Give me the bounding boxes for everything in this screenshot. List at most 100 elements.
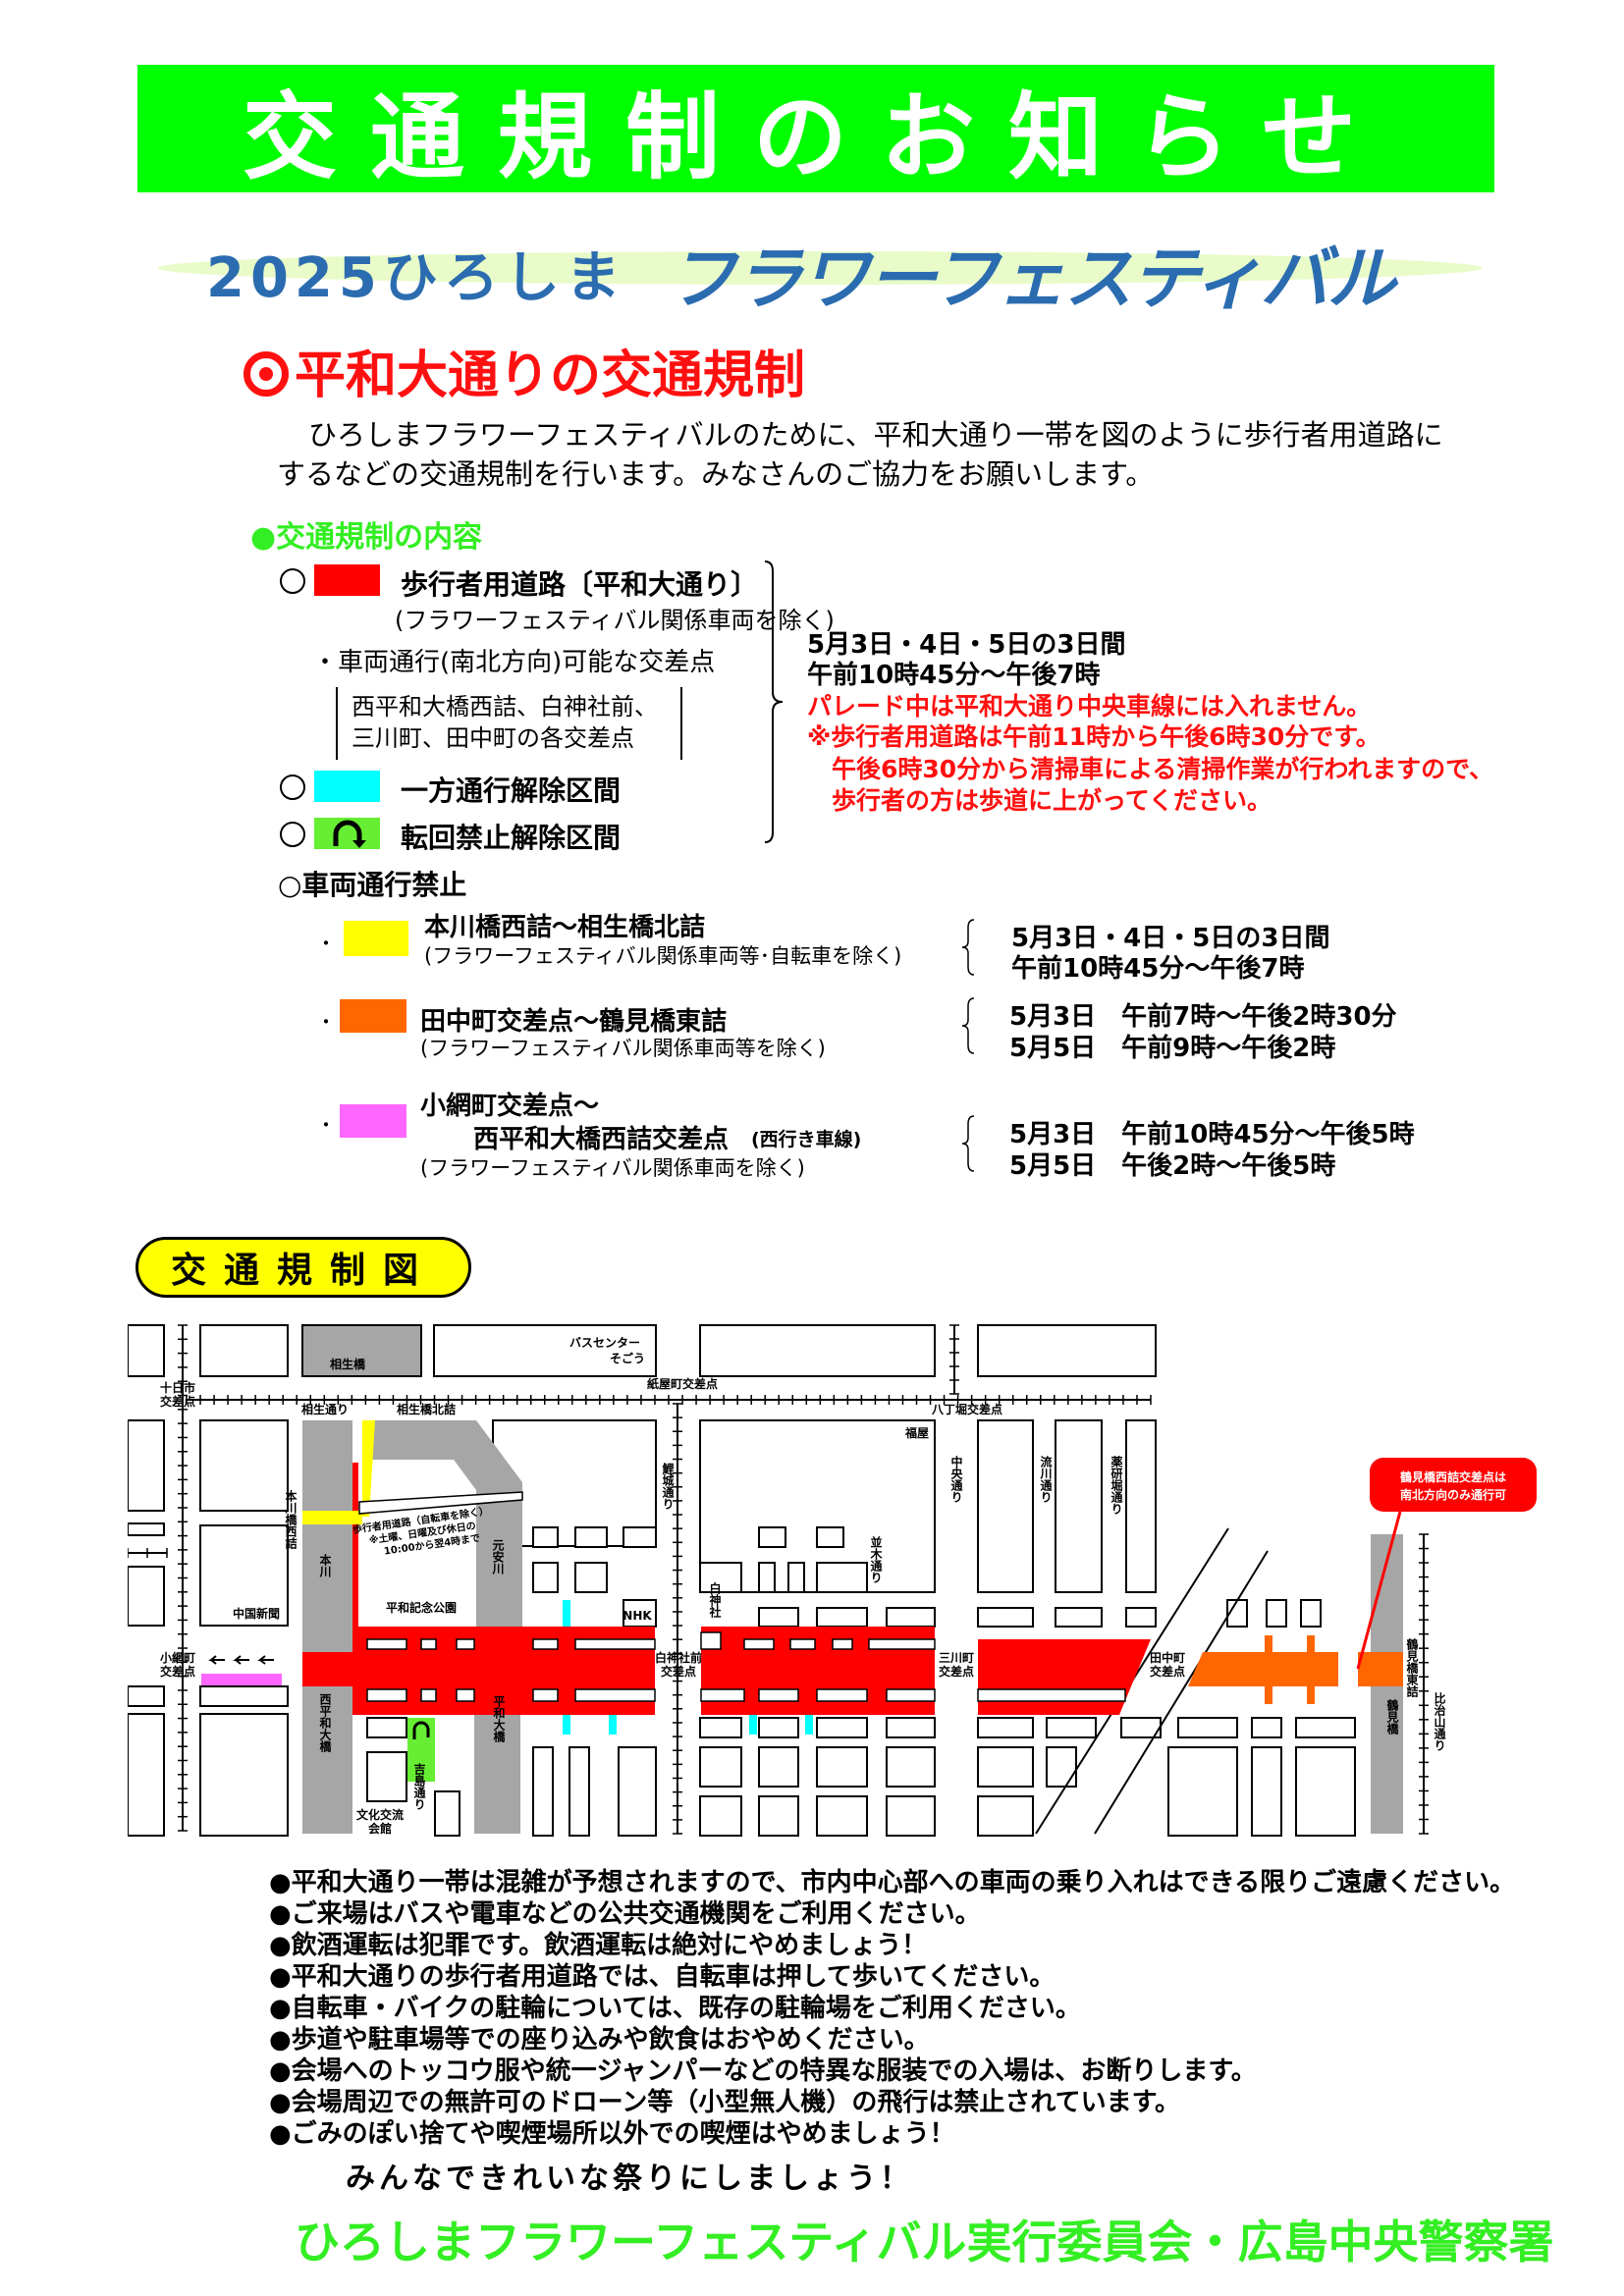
traffic-map: 相生橋バスセンターそごう紙屋町交差点十日市交差点相生通り相生橋北詰八丁堀交差点福… bbox=[128, 1324, 1537, 1837]
city-block bbox=[128, 1713, 165, 1837]
city-block bbox=[366, 1751, 407, 1802]
warning-line-4: 歩行者の方は歩道に上がってください。 bbox=[832, 786, 1272, 815]
city-block bbox=[1046, 1746, 1077, 1788]
logo-prefix: 2025ひろしま bbox=[206, 246, 626, 310]
circle-bullet bbox=[280, 822, 305, 847]
hatched-strip bbox=[358, 1491, 523, 1515]
dot-bullet: ・ bbox=[316, 1010, 336, 1034]
no-vehicle-pink bbox=[201, 1674, 282, 1685]
city-block bbox=[366, 1688, 407, 1702]
callout-text: 南北方向のみ通行可 bbox=[1400, 1487, 1506, 1502]
callout-text: 鶴見橋西詰交差点は bbox=[1400, 1469, 1506, 1484]
city-block bbox=[758, 1526, 786, 1548]
city-block bbox=[532, 1746, 554, 1837]
contents-heading: ●交通規制の内容 bbox=[250, 520, 483, 555]
city-block bbox=[977, 1607, 1034, 1628]
note-item: ●歩道や駐車場等での座り込みや飲食はおやめください。 bbox=[269, 2025, 930, 2055]
map-overlay bbox=[201, 1420, 1537, 1782]
yellow-route: 本川橋西詰～相生橋北詰 bbox=[424, 913, 706, 942]
city-block bbox=[456, 1638, 475, 1650]
callout-box bbox=[1370, 1458, 1537, 1512]
city-block bbox=[886, 1795, 936, 1837]
map-label: 相生橋北詰 bbox=[397, 1402, 456, 1416]
note-item: ●飲酒運転は犯罪です。飲酒運転は絶対にやめましょう！ bbox=[269, 1931, 928, 1960]
city-block bbox=[532, 1638, 559, 1650]
no-vehicle-orange bbox=[1188, 1652, 1338, 1686]
map-label: 交差点 bbox=[939, 1664, 974, 1679]
map-label: 平和大橋 bbox=[492, 1695, 506, 1743]
map-label: 元安川 bbox=[491, 1539, 505, 1575]
city-block bbox=[199, 1713, 289, 1837]
orange-note: (フラワーフェスティバル関係車両等を除く) bbox=[420, 1037, 826, 1060]
city-block bbox=[199, 1524, 289, 1627]
map-label: 紙屋町交差点 bbox=[647, 1376, 718, 1391]
u-turn-label: 転回禁止解除区間 bbox=[401, 822, 622, 854]
schedule-line-1: 5月3日・4日・5日の3日間 bbox=[807, 630, 1126, 660]
map-label: 田中町 bbox=[1150, 1650, 1185, 1665]
map-label: 相生橋 bbox=[330, 1357, 366, 1371]
callout-pointer bbox=[1356, 1511, 1402, 1670]
city-block bbox=[832, 1638, 853, 1650]
pink-route-1: 小網町交差点～ bbox=[420, 1092, 600, 1121]
map-label: 流川通り bbox=[1039, 1455, 1053, 1503]
city-block bbox=[816, 1795, 868, 1837]
pink-swatch bbox=[340, 1104, 406, 1138]
yellow-note: (フラワーフェスティバル関係車両等･自転車を除く) bbox=[424, 944, 902, 968]
map-label: 吉島通り bbox=[412, 1762, 426, 1810]
city-block bbox=[1295, 1746, 1356, 1837]
city-block bbox=[574, 1688, 656, 1702]
city-block bbox=[128, 1419, 165, 1512]
map-title: 交通規制図 bbox=[135, 1237, 471, 1298]
city-block bbox=[699, 1717, 742, 1738]
city-block bbox=[1295, 1717, 1356, 1738]
one-way-release bbox=[805, 1715, 813, 1735]
city-block bbox=[456, 1688, 475, 1702]
no-vehicle-orange bbox=[1307, 1635, 1315, 1704]
map-label: 十日市 bbox=[160, 1380, 195, 1395]
note-item: ●ごみのぽい捨てや喫煙場所以外での喫煙はやめましょう！ bbox=[269, 2119, 955, 2149]
note-item: ●会場へのトッコウ服や統一ジャンパーなどの特異な服装での入場は、お断りします。 bbox=[269, 2056, 1257, 2086]
city-block bbox=[420, 1688, 437, 1702]
map-label: 鶴見橋 bbox=[1385, 1698, 1399, 1735]
u-turn-icon bbox=[333, 820, 366, 848]
u-turn-icon bbox=[412, 1721, 430, 1739]
city-block bbox=[743, 1638, 775, 1650]
westbound-arrow-icon bbox=[233, 1655, 249, 1665]
pedestrian-note: (フラワーフェスティバル関係車両を除く) bbox=[395, 607, 835, 634]
city-block bbox=[574, 1526, 608, 1548]
dot-bullet: ・ bbox=[316, 1113, 336, 1137]
westbound-arrow-icon bbox=[257, 1655, 274, 1665]
map-label: 八丁堀交差点 bbox=[931, 1402, 1002, 1416]
city-block bbox=[758, 1607, 799, 1628]
pink-note: (フラワーフェスティバル関係車両を除く) bbox=[420, 1156, 805, 1180]
no-vehicle-orange bbox=[1265, 1635, 1272, 1704]
no-vehicle-yellow bbox=[362, 1420, 375, 1517]
city-block bbox=[886, 1717, 936, 1738]
aioi-bridge bbox=[301, 1324, 422, 1377]
city-block bbox=[758, 1562, 776, 1593]
map-label: 比治山通り bbox=[1433, 1691, 1446, 1751]
city-block bbox=[1177, 1717, 1238, 1738]
city-block bbox=[532, 1562, 559, 1593]
logo-glow bbox=[157, 251, 1483, 285]
city-block bbox=[1055, 1607, 1103, 1628]
note-item: ●平和大通り一帯は混雑が予想されますので、市内中心部への車両の乗り入れはできる限… bbox=[269, 1868, 1516, 1897]
city-block bbox=[699, 1746, 742, 1788]
city-block bbox=[1266, 1599, 1287, 1628]
schedule-line-2: 午前10時45分～午後7時 bbox=[807, 661, 1101, 690]
u-turn-swatch bbox=[314, 818, 380, 849]
city-block bbox=[623, 1599, 657, 1628]
brace bbox=[961, 919, 975, 976]
orange-date-2: 5月5日 午前9時～午後2時 bbox=[1009, 1034, 1336, 1063]
city-block bbox=[366, 1638, 407, 1650]
bullseye-icon bbox=[244, 351, 289, 397]
title-banner: 交通規制のお知らせ bbox=[137, 65, 1494, 192]
city-block bbox=[868, 1638, 936, 1650]
pedestrian-label: 歩行者用道路〔平和大通り〕 bbox=[401, 568, 759, 601]
map-label: 中央通り bbox=[949, 1455, 963, 1503]
map-label: 相生通り bbox=[301, 1402, 349, 1416]
festival-logo: 2025ひろしま フラワーフェスティバル bbox=[147, 224, 1492, 319]
city-block bbox=[789, 1638, 816, 1650]
city-block bbox=[699, 1324, 936, 1377]
city-block bbox=[816, 1607, 868, 1628]
